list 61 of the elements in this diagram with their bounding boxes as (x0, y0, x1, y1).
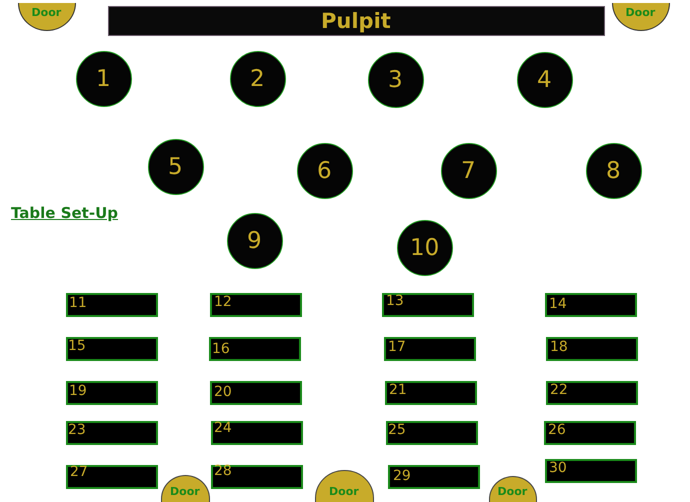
rectangular-table (545, 293, 637, 317)
table-number: 23 (68, 423, 86, 437)
rectangular-table (209, 337, 301, 361)
table-number: 17 (388, 340, 406, 354)
table-number: 28 (214, 464, 232, 478)
rectangular-table (386, 421, 478, 445)
rectangular-table (388, 465, 480, 489)
table-number: 5 (168, 156, 183, 179)
door-label: Door (32, 7, 62, 18)
rectangular-table (384, 337, 476, 361)
table-number: 21 (389, 383, 407, 397)
rectangular-table (211, 465, 303, 489)
rectangular-table (545, 459, 637, 483)
table-number: 11 (69, 296, 87, 310)
table-number: 4 (537, 68, 552, 92)
table-number: 19 (69, 384, 87, 398)
table-number: 25 (388, 423, 406, 437)
table-number: 6 (317, 160, 332, 183)
table-number: 12 (214, 295, 232, 309)
rectangular-table (210, 293, 302, 317)
table-number: 13 (386, 294, 404, 308)
rectangular-table (385, 381, 477, 405)
rectangular-table (546, 337, 638, 361)
rectangular-table (66, 465, 158, 489)
table-number: 14 (549, 297, 567, 311)
table-number: 7 (461, 160, 476, 183)
door-semicircle (489, 476, 537, 502)
pulpit-bar (108, 6, 605, 36)
table-number: 10 (410, 236, 440, 260)
table-number: 3 (388, 68, 403, 92)
table-number: 9 (247, 230, 262, 253)
heading-link: Table Set-Up (11, 205, 118, 222)
door-semicircle (315, 470, 374, 502)
table-number: 2 (250, 68, 265, 91)
table-number: 24 (214, 421, 232, 435)
rectangular-table (544, 421, 636, 445)
door-semicircle (161, 475, 210, 502)
rectangular-table (210, 381, 302, 405)
table-number: 30 (549, 461, 567, 475)
rectangular-table (382, 293, 474, 317)
table-number: 27 (70, 465, 88, 479)
rectangular-table (546, 381, 638, 405)
rectangular-table (211, 421, 303, 445)
door-label: Door (498, 486, 528, 496)
door-label: Door (626, 7, 656, 18)
pulpit-label: Pulpit (321, 10, 391, 32)
table-number: 15 (68, 339, 86, 353)
table-number: 22 (550, 383, 568, 397)
rectangular-table (66, 337, 158, 361)
table-number: 20 (214, 385, 232, 399)
table-number: 26 (548, 423, 566, 437)
table-number: 16 (212, 342, 230, 356)
rectangular-table (66, 293, 158, 317)
door-label: Door (170, 486, 200, 496)
table-number: 1 (96, 68, 111, 91)
table-number: 8 (606, 160, 621, 183)
rectangular-table (66, 381, 158, 405)
door-label: Door (329, 486, 359, 496)
table-number: 18 (550, 340, 568, 354)
table-number: 29 (393, 469, 411, 483)
rectangular-table (66, 421, 158, 445)
